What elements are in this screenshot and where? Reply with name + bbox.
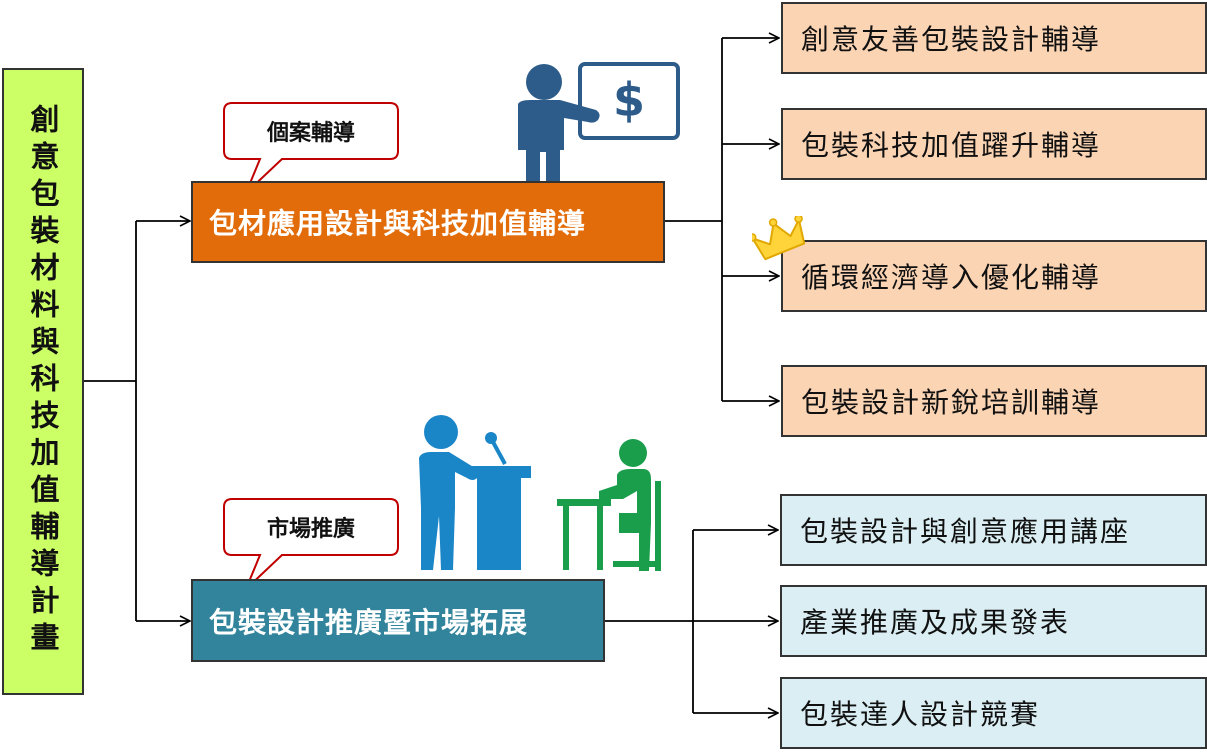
svg-text:$: $ [613,73,645,127]
callout-bubble-shape [223,102,399,194]
leaf-label: 包裝達人設計競賽 [800,698,1041,731]
speaker-podium-icon [419,415,531,570]
leaf-node: 循環經濟導入優化輔導 [781,240,1207,312]
leaf-label: 包裝科技加值躍升輔導 [801,129,1102,162]
student-desk-icon [557,439,661,571]
leaf-node: 包裝設計新銳培訓輔導 [781,365,1207,437]
root-label: 創意包裝材料與科技加值輔導計畫 [26,104,60,659]
branch-label: 包材應用設計與科技加值輔導 [209,207,587,240]
leaf-label: 產業推廣及成果發表 [800,606,1071,639]
branch-node-market-expansion: 包裝設計推廣暨市場拓展 [191,579,605,662]
callout-market-promotion: 市場推廣 [222,497,400,593]
leaf-label: 創意友善包裝設計輔導 [801,23,1102,56]
leaf-node: 創意友善包裝設計輔導 [781,2,1207,74]
leaf-label: 包裝設計與創意應用講座 [800,515,1131,548]
leaf-node: 包裝設計與創意應用講座 [780,494,1207,566]
crown-icon [752,216,806,261]
branch-node-packaging-design: 包材應用設計與科技加值輔導 [191,181,665,263]
callout-case-guidance: 個案輔導 [222,101,400,197]
leaf-label: 循環經濟導入優化輔導 [801,261,1102,294]
leaf-node: 包裝達人設計競賽 [780,677,1207,749]
root-node: 創意包裝材料與科技加值輔導計畫 [2,68,84,695]
leaf-label: 包裝設計新銳培訓輔導 [801,386,1102,419]
branch-label: 包裝設計推廣暨市場拓展 [209,605,529,639]
presenter-board-icon: $ [518,62,680,194]
leaf-node: 包裝科技加值躍升輔導 [781,108,1207,180]
callout-bubble-shape [223,498,399,590]
callout-label: 個案輔導 [266,121,355,146]
callout-label: 市場推廣 [266,517,355,542]
leaf-node: 產業推廣及成果發表 [780,585,1207,657]
